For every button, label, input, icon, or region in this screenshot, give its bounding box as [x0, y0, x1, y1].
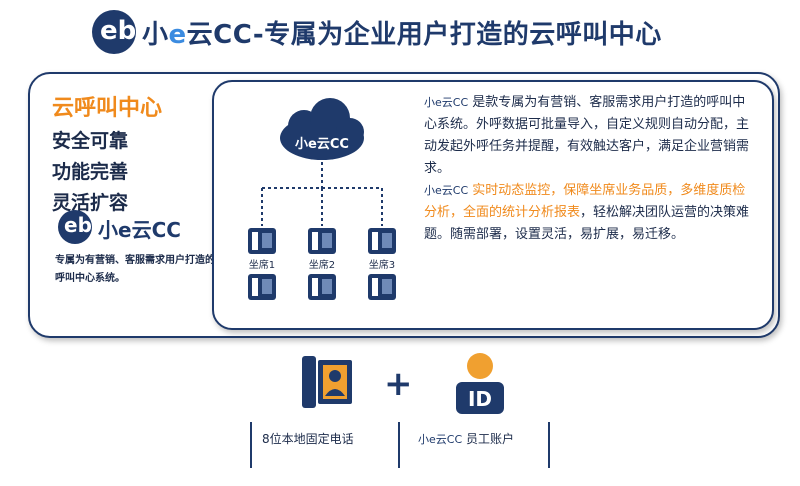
divider-line [548, 422, 550, 468]
landline-phone-icon [302, 356, 352, 408]
divider-line [250, 422, 252, 468]
brand-mini: 小e云CC [424, 184, 469, 197]
landline-label: 8位本地固定电话 [262, 432, 354, 446]
description-highlight: 实时动态监控，保障坐席业务品质，多维度质检分析，全面的统计分析报表 [424, 183, 746, 220]
account-label-text: 员工账户 [462, 432, 514, 446]
account-label: 小e云CC 员工账户 [418, 430, 514, 447]
brand-name: 小e云CC [98, 218, 181, 242]
plus-sign: + [384, 364, 413, 404]
slogan-item: 安全可靠 [52, 130, 129, 152]
title-prefix: 小 [142, 20, 169, 50]
slogan-main: 云呼叫中心 [52, 96, 163, 121]
connector-lines [261, 162, 383, 226]
slogan-item: 灵活扩容 [52, 192, 129, 214]
id-badge-text: ID [468, 387, 492, 411]
seat-label: 坐席1 [249, 258, 275, 271]
brand-logo-icon: eb [92, 10, 136, 54]
logo-letter: eb [100, 16, 137, 46]
brand-logo-icon: eb [58, 210, 92, 244]
cloud-label: 小e云CC [295, 137, 349, 152]
description-text: 是款专属为有营销、客服需求用户打造的呼叫中心系统。外呼数据可批量导入，自定义规则… [424, 95, 750, 176]
architecture-diagram: 小e云CC 坐席1 坐席2 坐席3 [232, 96, 412, 306]
divider-line [398, 422, 400, 468]
desk-phone-icon [248, 228, 396, 254]
seat-label: 坐席3 [369, 258, 395, 271]
brand-mini: 小e云CC [424, 96, 469, 109]
logo-letter: eb [64, 213, 92, 237]
desk-phone-icon [248, 274, 396, 300]
seat-label: 坐席2 [309, 258, 335, 271]
cloud-icon: 小e云CC [280, 98, 364, 160]
title-e: e [168, 20, 187, 50]
brand-description: 专属为有营销、客服需求用户打造的呼叫中心系统。 [55, 255, 215, 284]
title-rest: 云CC-专属为企业用户打造的云呼叫中心 [186, 20, 662, 50]
id-badge-icon: ID [452, 352, 508, 416]
slogan-list: 云呼叫中心 安全可靠 功能完善 灵活扩容 [52, 90, 212, 215]
slogan-item: 功能完善 [52, 161, 129, 183]
description-text: ，轻松解决团队运营的决策难题。随需部署，设置灵活，易扩展，易迁移。 [424, 205, 750, 242]
brand-mini: 小e云CC [418, 433, 463, 446]
page-title: 小e云CC-专属为企业用户打造的云呼叫中心 [142, 14, 662, 51]
description-paragraph: 小e云CC 是款专属为有营销、客服需求用户打造的呼叫中心系统。外呼数据可批量导入… [424, 92, 754, 180]
product-description: 小e云CC 是款专属为有营销、客服需求用户打造的呼叫中心系统。外呼数据可批量导入… [424, 92, 754, 246]
description-paragraph: 小e云CC 实时动态监控，保障坐席业务品质，多维度质检分析，全面的统计分析报表，… [424, 180, 754, 246]
